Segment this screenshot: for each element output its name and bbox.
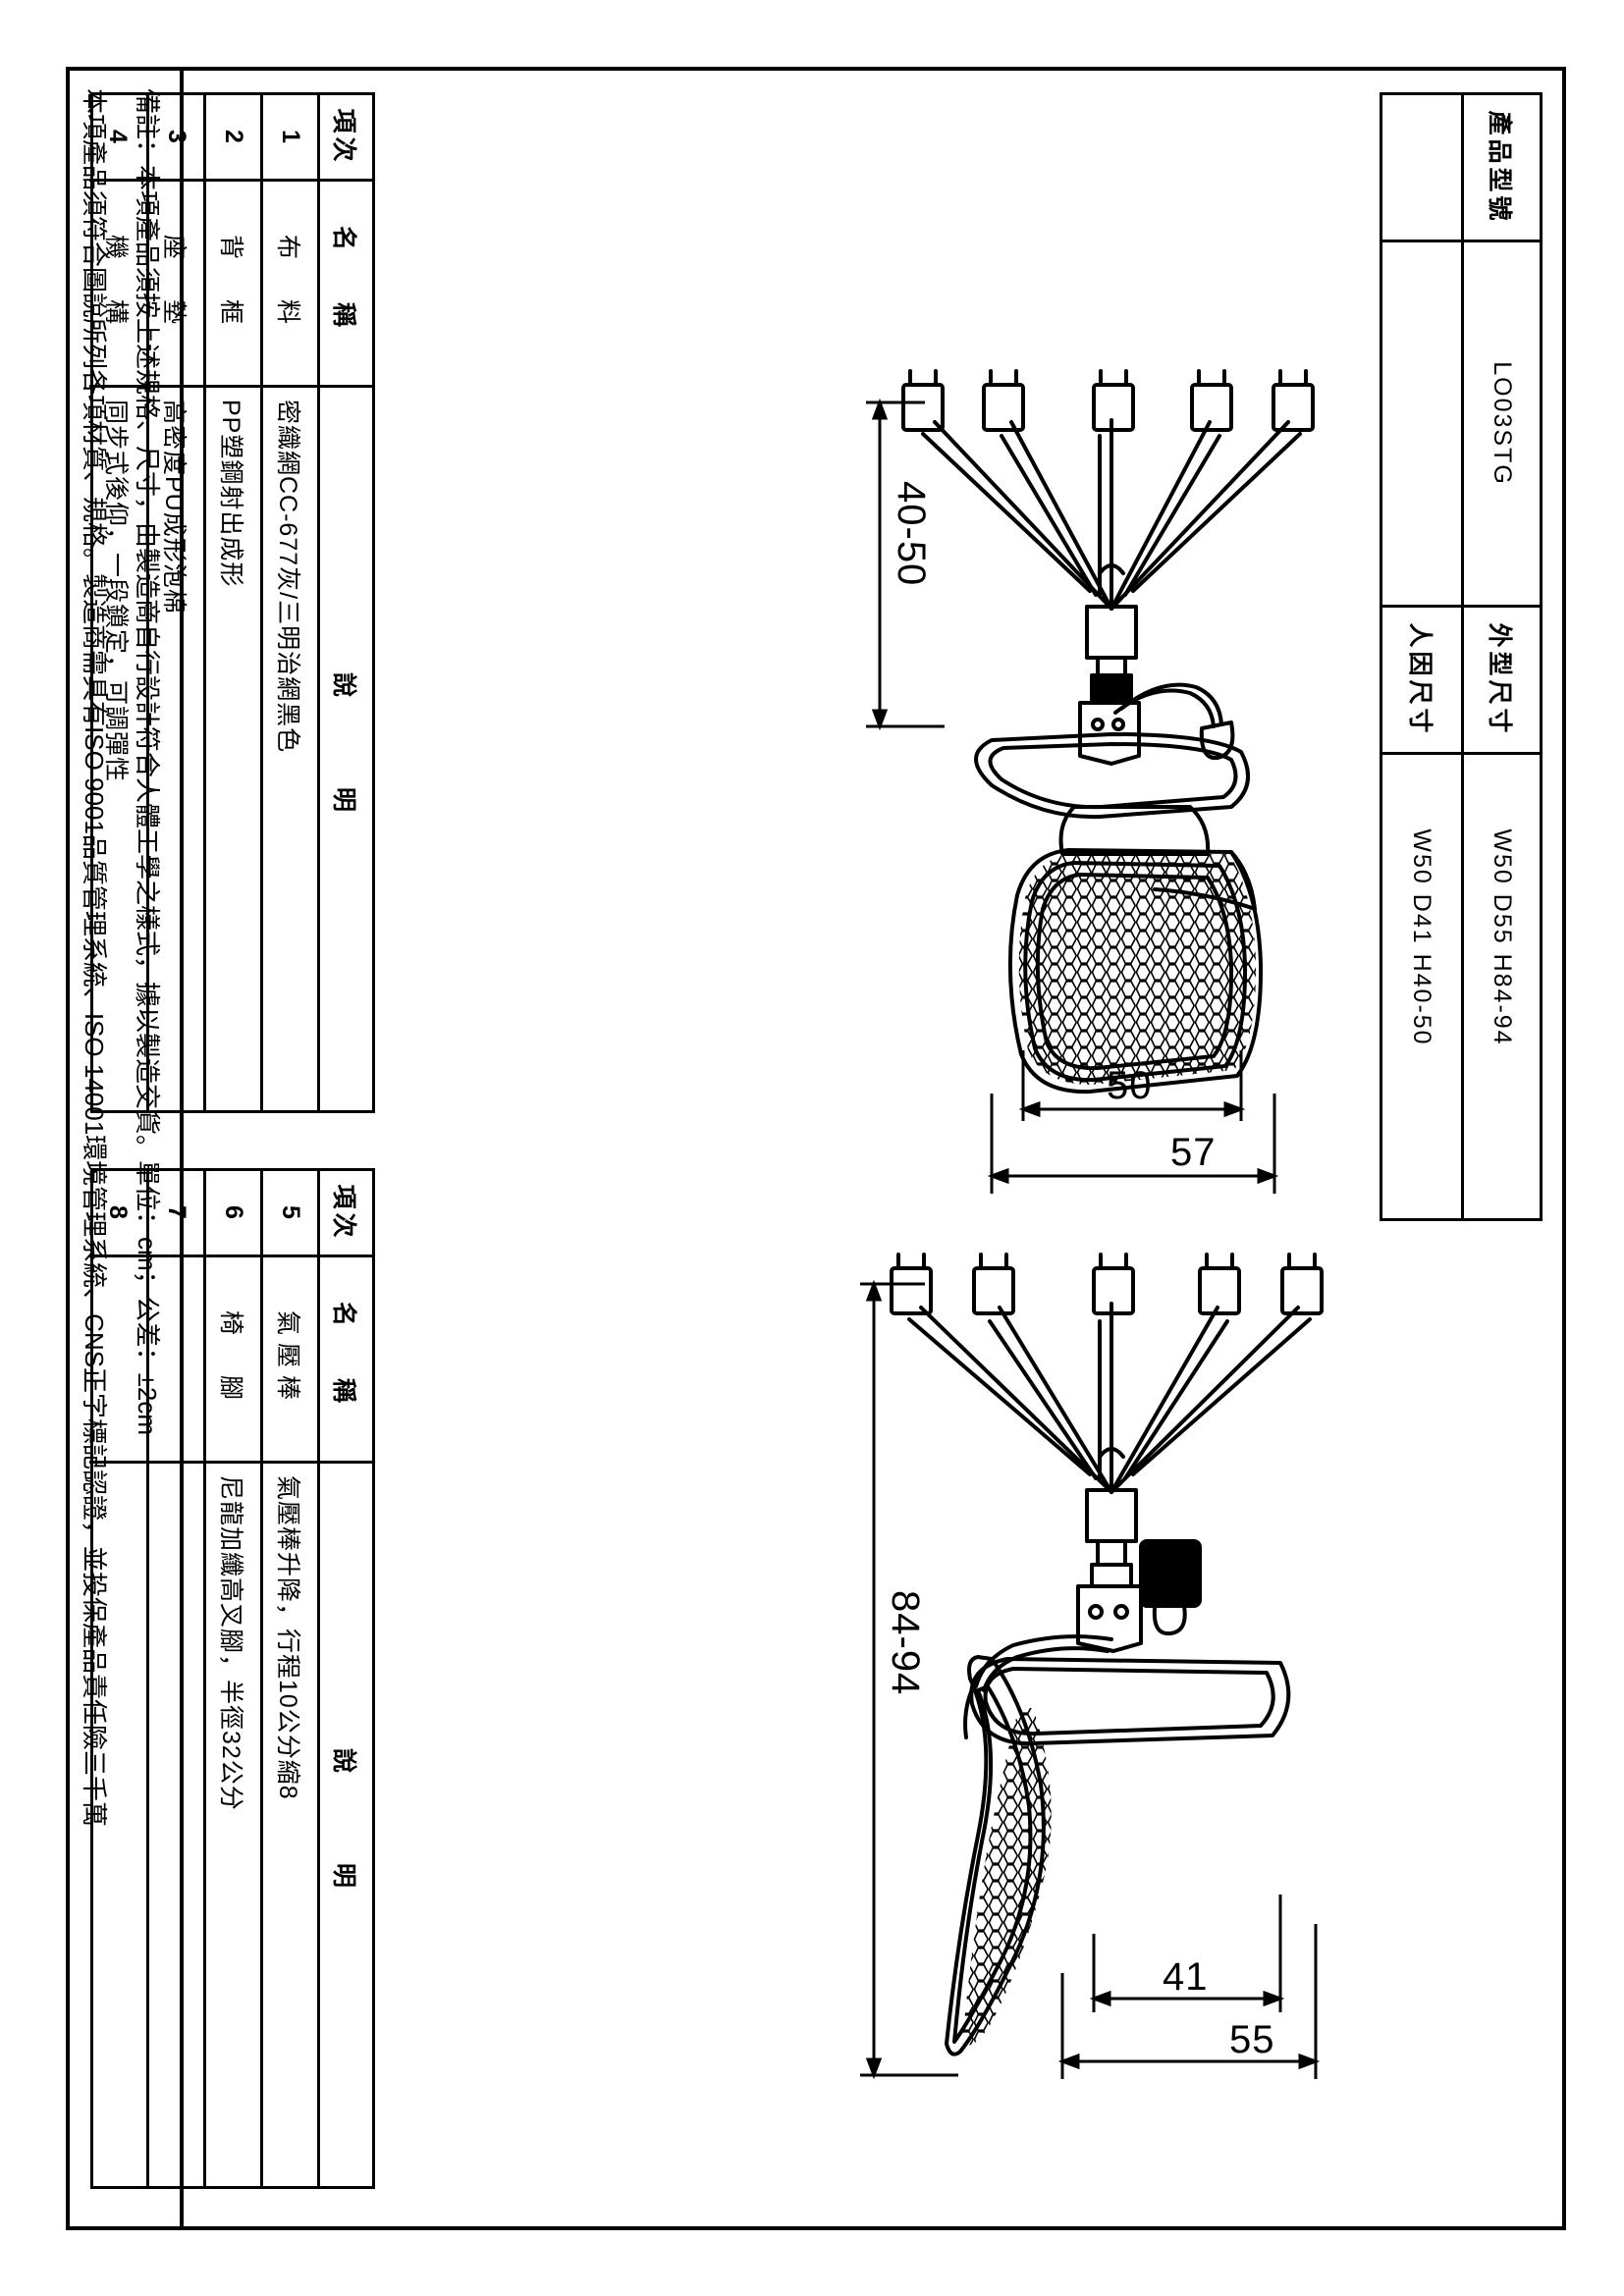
dim-label-backrest-height: 41: [1163, 1954, 1209, 1999]
part-name: 布 料: [263, 181, 317, 388]
part-no: 1: [263, 94, 317, 182]
dim-57-leader: [987, 1093, 1279, 1194]
part-name: 氣壓棒: [263, 1256, 317, 1464]
front-view-drawing: 57 50 40-50: [846, 363, 1357, 1207]
notes-section: 備註：本項產品須按上述規格、尺寸，由製造商自行設計符合人體工學之樣式，據以製造交…: [66, 66, 184, 2230]
side-view-svg: [860, 1252, 1324, 2079]
dim-label-total-height: 84-94: [884, 1589, 927, 1695]
dim-label-back-height: 50: [1107, 1063, 1153, 1107]
dim-label-overall-depth: 55: [1229, 2017, 1275, 2061]
table-row: 1 布 料 密織網CC-677灰/三明治網黑色: [260, 94, 317, 1110]
table-row: 6 椅 腳 尼龍加纖高叉腳，半徑32公分: [203, 1170, 260, 2186]
info-value-model: LO03STG: [1464, 241, 1540, 608]
info-label-model: 產品型號: [1464, 94, 1540, 242]
parts-header-desc-right: 說 明: [330, 1747, 358, 1901]
side-view-drawing: 55 41 84-94: [846, 1247, 1357, 2130]
table-row: 5 氣壓棒 氣壓棒升降，行程10公分縮8: [260, 1170, 317, 2186]
parts-header-name-left: 名 稱: [320, 181, 372, 388]
product-info-table: 產品型號 LO03STG 外型尺寸 W50 D55 H84-94 人因尺寸 W5…: [1380, 91, 1543, 1221]
front-view-svg: [866, 368, 1315, 1194]
info-row-model: 產品型號 LO03STG 外型尺寸 W50 D55 H84-94: [1461, 94, 1540, 1218]
parts-header-name-right: 名 稱: [320, 1256, 372, 1464]
info-label-ergonomic-spacer: [1382, 94, 1461, 242]
dim-41-leader: [1089, 1894, 1285, 2012]
part-desc: 尼龍加纖高叉腳，半徑32公分: [217, 1474, 245, 1811]
dim-50-leader: [1018, 1049, 1246, 1121]
info-label-outer-dim: 外型尺寸: [1464, 607, 1540, 755]
part-desc: 氣壓棒升降，行程10公分縮8: [274, 1474, 302, 1800]
info-row-ergonomic: 人因尺寸 W50 D41 H40-50: [1382, 94, 1461, 1218]
parts-header-desc-left: 說 明: [330, 671, 358, 826]
part-no: 2: [206, 94, 260, 182]
info-value-ergonomic-dim: W50 D41 H40-50: [1408, 828, 1436, 1046]
info-value-outer-dim: W50 D55 H84-94: [1489, 828, 1516, 1046]
dim-55-leader: [1057, 1923, 1321, 2079]
table-row: 2 背 框 PP塑鋼射出成形: [203, 94, 260, 1110]
note-line-certification: 本項產品須符合圖說所列各項材質、規格。製造商需具有ISO 9001品質管理系統、…: [80, 87, 110, 1827]
part-no: 5: [263, 1170, 317, 1257]
dim-40-50-leader: [866, 398, 945, 730]
part-desc: 密織網CC-677灰/三明治網黑色: [274, 399, 302, 753]
parts-header-no-right: 項次: [320, 1170, 372, 1257]
part-name: 椅 腳: [206, 1256, 260, 1464]
dim-label-armrest-width: 40-50: [890, 480, 933, 586]
drawing-sheet-landscape: 產品型號 LO03STG 外型尺寸 W50 D55 H84-94 人因尺寸 W5…: [36, 38, 1588, 2258]
dim-84-94-leader: [860, 1279, 958, 2079]
dim-label-overall-height: 57: [1170, 1130, 1217, 1174]
parts-header-no-left: 項次: [320, 94, 372, 182]
part-desc: PP塑鋼射出成形: [217, 399, 245, 587]
parts-header-row-left: 項次 名 稱 說 明: [317, 94, 372, 1110]
info-label-ergonomic-dim: 人因尺寸: [1382, 607, 1461, 755]
info-value-ergonomic-spacer: [1382, 241, 1461, 608]
part-no: 6: [206, 1170, 260, 1257]
note-line-remark: 備註：本項產品須按上述規格、尺寸，由製造商自行設計符合人體工學之樣式，據以製造交…: [133, 87, 163, 1435]
part-name: 背 框: [206, 181, 260, 388]
parts-header-row-right: 項次 名 稱 說 明: [317, 1170, 372, 2186]
